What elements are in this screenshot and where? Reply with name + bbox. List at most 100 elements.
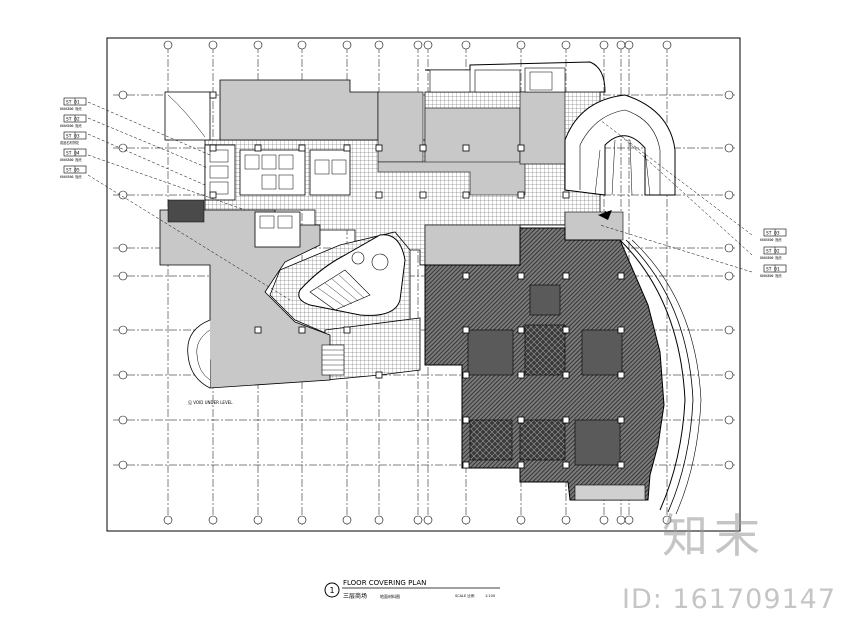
grid-bubble — [724, 370, 734, 380]
south-stair — [321, 344, 345, 376]
gray-area-corridor — [519, 91, 566, 165]
column — [209, 191, 217, 199]
gray-area-central-1 — [377, 91, 424, 163]
title-block-number: 1 — [329, 586, 334, 595]
east-curved-facade — [619, 239, 702, 515]
north-west-core — [164, 91, 351, 248]
grid-bubble — [662, 515, 672, 525]
grid-bubble — [208, 515, 218, 525]
grid-bubble — [662, 40, 672, 50]
material-tag-spec: 成品石材拼花 — [60, 140, 80, 145]
grid-bubble — [413, 40, 423, 50]
grid-bubble — [297, 40, 307, 50]
drawing-frame — [106, 37, 741, 532]
column — [617, 461, 625, 469]
north-arrow-label: N — [604, 210, 609, 218]
grid-bubble — [118, 243, 128, 253]
column — [517, 326, 525, 334]
material-tag-spec: 800X800 抛光 — [760, 273, 783, 278]
grid-bubble — [724, 90, 734, 100]
column — [419, 191, 427, 199]
column — [343, 326, 351, 334]
grid-bubble — [253, 40, 263, 50]
grid-bubble — [561, 515, 571, 525]
grid-bubble — [724, 243, 734, 253]
grid-bubble — [624, 515, 634, 525]
plan-note: 见 VOID UNDER LEVEL — [188, 400, 233, 405]
column — [209, 144, 217, 152]
column — [254, 144, 262, 152]
atrium-void — [298, 234, 406, 316]
gray-area-north-block — [219, 79, 379, 141]
material-tag-code: ST 03 — [66, 134, 80, 140]
material-tag-code: ST 01 — [766, 267, 780, 273]
grid-bubble — [118, 271, 128, 281]
column — [517, 416, 525, 424]
grid-bubble — [374, 515, 384, 525]
material-tag-code: ST 05 — [66, 168, 80, 174]
north-east-outline — [425, 61, 606, 93]
column — [517, 461, 525, 469]
column — [562, 326, 570, 334]
grid-bubble — [724, 415, 734, 425]
column — [254, 326, 262, 334]
grid-bubble — [616, 40, 626, 50]
grid-bubble — [118, 370, 128, 380]
material-tag-spec: 600X600 抛光 — [60, 174, 83, 179]
grid-bubble — [461, 40, 471, 50]
grid-bubble — [724, 325, 734, 335]
grid-bubble — [516, 40, 526, 50]
column — [298, 144, 306, 152]
column — [617, 272, 625, 280]
north-shop-3 — [524, 67, 566, 93]
material-tag-code: ST 02 — [766, 249, 780, 255]
column — [462, 461, 470, 469]
grid-bubble — [253, 515, 263, 525]
material-tag-code: ST 01 — [66, 100, 80, 106]
column — [462, 272, 470, 280]
watermark-logo: 知末 — [662, 509, 766, 563]
title-block: 1 FLOOR COVERING PLAN 三层商场 地面材料图 SCALE 比… — [324, 579, 500, 600]
grid-axis-bubbles — [118, 40, 734, 525]
grid-bubble — [118, 415, 128, 425]
column — [375, 191, 383, 199]
title-block-scale-label: SCALE 比例 — [455, 593, 475, 598]
grid-bubble — [118, 190, 128, 200]
column — [462, 191, 470, 199]
grid-bubble — [599, 40, 609, 50]
gray-area-central-2 — [424, 107, 521, 169]
column — [562, 416, 570, 424]
column — [562, 191, 570, 199]
grid-bubble — [461, 515, 471, 525]
title-block-subtitle-cn: 地面材料图 — [380, 593, 400, 599]
column — [617, 371, 625, 379]
title-block-scale-value: 1:100 — [485, 594, 495, 598]
grid-bubble — [342, 40, 352, 50]
material-tag-spec: 800X800 抛光 — [60, 157, 83, 162]
title-block-title-cn: 三层商场 — [343, 592, 367, 600]
tenant-sub-areas — [467, 284, 646, 501]
title-block-title-en: FLOOR COVERING PLAN — [343, 579, 426, 587]
watermark-id: ID: 161709147 — [622, 584, 837, 615]
structural-columns — [209, 91, 625, 469]
grid-bubble — [163, 40, 173, 50]
material-leader-lines — [87, 101, 753, 301]
grid-bubble — [423, 40, 433, 50]
grid-bubble — [208, 40, 218, 50]
column — [462, 371, 470, 379]
material-tag-spec: 600X600 抛光 — [760, 237, 783, 242]
column — [209, 91, 217, 99]
column — [517, 371, 525, 379]
material-tag-spec: 600X600 抛光 — [60, 123, 83, 128]
grid-bubble — [413, 515, 423, 525]
material-tag-spec: 800X800 抛光 — [60, 106, 83, 111]
north-arrow: N — [598, 210, 612, 220]
